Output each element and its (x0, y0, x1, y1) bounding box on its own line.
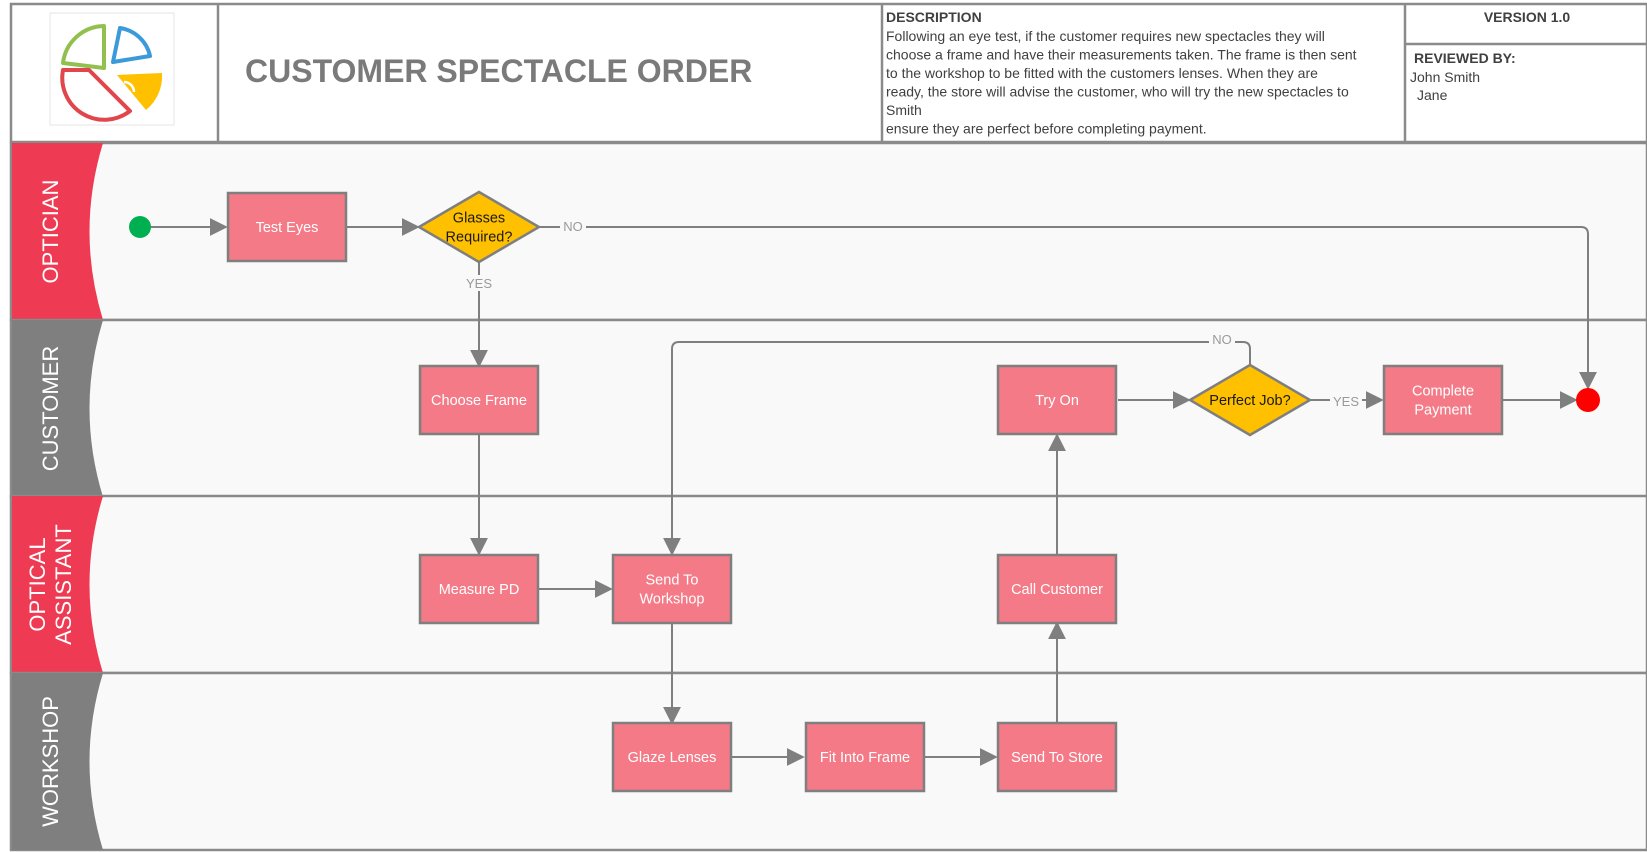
description-line: ready, the store will advise the custome… (886, 84, 1349, 100)
process-box (611, 721, 733, 793)
lane-label: WORKSHOP (38, 696, 63, 827)
start-node (129, 216, 151, 238)
lane-label: ASSISTANT (51, 524, 76, 645)
connector-glasses-no-end (540, 226, 1597, 390)
description-text: Following an eye test, if the customer r… (886, 28, 1357, 137)
process-box (996, 364, 1118, 436)
lane-header (12, 496, 103, 673)
process-box (418, 364, 540, 436)
lane-header (12, 143, 103, 320)
edge-label-perfect-yes: YES (1333, 394, 1359, 409)
process-box (996, 553, 1118, 625)
reviewer-name: John Smith (1410, 69, 1480, 85)
logo-pie-chart-icon (49, 12, 175, 126)
lane-header (12, 320, 103, 497)
node-label: Test Eyes (256, 220, 319, 236)
node-glaze-lenses: Glaze Lenses (611, 721, 733, 793)
node-label: Measure PD (439, 582, 520, 598)
reviewer-name: Jane (1417, 87, 1448, 103)
node-label: Call Customer (1011, 582, 1103, 598)
node-measure-pd: Measure PD (418, 553, 540, 625)
process-box (804, 721, 926, 793)
process-box (1382, 364, 1504, 436)
node-label: Required? (446, 230, 513, 246)
process-box (418, 553, 540, 625)
process-box (226, 191, 348, 263)
edge-label-glasses-no: NO (563, 219, 583, 234)
node-label: Workshop (639, 592, 704, 608)
node-send-to-workshop: Send To Workshop (611, 553, 733, 625)
process-box (996, 721, 1118, 793)
node-choose-frame: Choose Frame (418, 364, 540, 436)
page-title: CUSTOMER SPECTACLE ORDER (245, 53, 752, 89)
version-label: VERSION 1.0 (1484, 9, 1571, 25)
edge-label-glasses-yes: YES (466, 276, 492, 291)
lane-body (9, 494, 1647, 675)
node-label: Glasses (453, 211, 505, 227)
node-label: Glaze Lenses (628, 750, 717, 766)
node-send-to-store: Send To Store (996, 721, 1118, 793)
end-node (1576, 388, 1600, 412)
description-line: choose a frame and have their measuremen… (886, 47, 1357, 63)
decision-diamond (416, 190, 542, 264)
node-perfect-job: Perfect Job? (1187, 363, 1313, 437)
node-label: Send To (646, 573, 699, 589)
lane-label: CUSTOMER (38, 346, 63, 472)
description-line: ensure they are perfect before completin… (886, 121, 1207, 137)
description-heading: DESCRIPTION (886, 9, 982, 25)
description-line: Smith (886, 102, 922, 118)
node-call-customer: Call Customer (996, 553, 1118, 625)
description-line: Following an eye test, if the customer r… (886, 28, 1325, 44)
node-label: Complete (1412, 384, 1474, 400)
lane-label: OPTICIAN (38, 180, 63, 284)
node-label: Fit Into Frame (820, 750, 910, 766)
node-label: Send To Store (1011, 750, 1103, 766)
node-test-eyes: Test Eyes (226, 191, 348, 263)
description-line: to the workshop to be fitted with the cu… (886, 65, 1318, 81)
node-label: Payment (1414, 403, 1471, 419)
edge-labels: NO YES NO YES (463, 218, 1362, 409)
node-try-on: Try On (996, 364, 1118, 436)
node-label: Perfect Job? (1209, 393, 1290, 409)
node-fit-into-frame: Fit Into Frame (804, 721, 926, 793)
process-box (611, 553, 733, 625)
lane-label: OPTICAL (25, 537, 50, 631)
lane-header (12, 673, 103, 850)
decision-diamond (1187, 363, 1313, 437)
reviewed-by-label: REVIEWED BY: (1414, 50, 1516, 66)
header: CUSTOMER SPECTACLE ORDER DESCRIPTION Fol… (9, 2, 1647, 144)
connector-perfect-no-send (663, 341, 1251, 556)
node-label: Choose Frame (431, 393, 527, 409)
connectors (151, 218, 1597, 766)
edge-label-perfect-no: NO (1212, 332, 1232, 347)
node-label: Try On (1035, 393, 1079, 409)
